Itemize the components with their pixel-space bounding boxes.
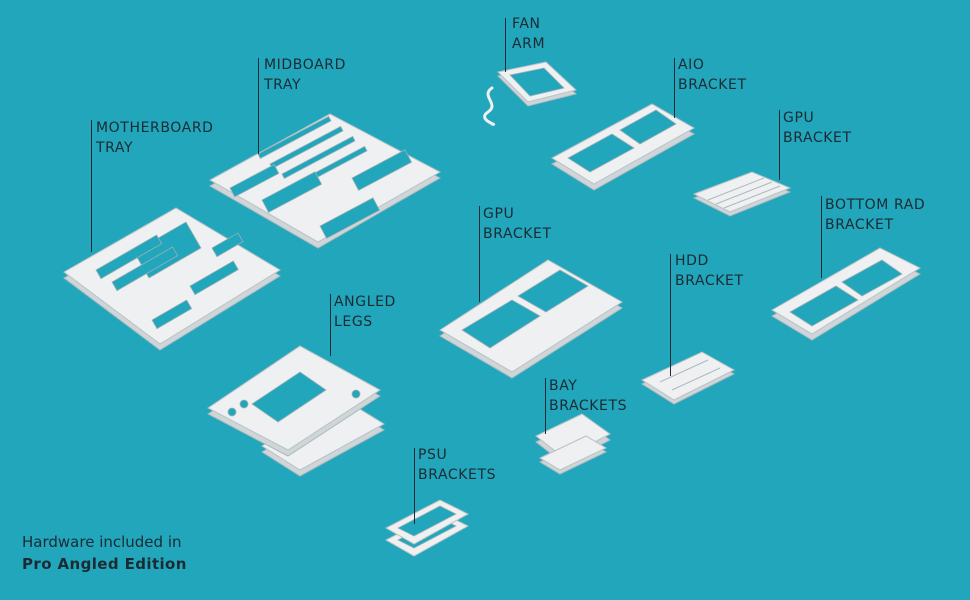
bay-brackets-part — [535, 413, 611, 475]
aio-bracket-part — [551, 103, 696, 191]
motherboard-tray-leader — [91, 120, 92, 252]
bottom-rad-bracket-label-line1: BOTTOM RAD — [825, 197, 926, 213]
aio-bracket-label-line1: AIO — [678, 57, 705, 73]
midboard-tray-part — [208, 113, 442, 249]
psu-brackets-label-line1: PSU — [418, 447, 448, 463]
gpu-bracket-center-part — [439, 259, 623, 379]
angled-legs-label: ANGLED LEGS — [334, 292, 396, 332]
gpu-bracket-right-label-line1: GPU — [783, 110, 815, 126]
aio-bracket-label: AIO BRACKET — [678, 55, 747, 95]
fan-arm-leader — [505, 18, 506, 72]
gpu-bracket-center-label-line1: GPU — [483, 206, 515, 222]
aio-bracket-label-line2: BRACKET — [678, 77, 747, 93]
gpu-bracket-right-part — [692, 171, 792, 217]
bay-brackets-label-line1: BAY — [549, 378, 578, 394]
fan-arm-label: FAN ARM — [512, 14, 545, 54]
fan-arm-part — [483, 61, 578, 126]
midboard-tray-label: MIDBOARD TRAY — [264, 55, 346, 95]
psu-brackets-label: PSU BRACKETS — [418, 445, 496, 485]
bottom-rad-bracket-part — [771, 247, 922, 341]
hdd-bracket-label-line2: BRACKET — [675, 273, 744, 289]
psu-brackets-part — [384, 499, 470, 557]
bay-brackets-label-line2: BRACKETS — [549, 398, 628, 414]
midboard-tray-label-line2: TRAY — [264, 77, 302, 93]
fan-arm-label-line1: FAN — [512, 16, 541, 32]
gpu-bracket-right-leader — [779, 110, 780, 180]
gpu-bracket-center-label: GPU BRACKET — [483, 204, 552, 244]
bottom-rad-bracket-label-line2: BRACKET — [825, 217, 894, 233]
motherboard-tray-part — [63, 207, 281, 351]
gpu-bracket-center-leader — [479, 206, 480, 302]
bottom-rad-bracket-label: BOTTOM RAD BRACKET — [825, 195, 925, 235]
hdd-bracket-leader — [670, 254, 671, 376]
edition-caption-line2: Pro Angled Edition — [22, 555, 187, 573]
angled-legs-label-line1: ANGLED — [334, 294, 396, 310]
gpu-bracket-right-label: GPU BRACKET — [783, 108, 852, 148]
gpu-bracket-right-label-line2: BRACKET — [783, 130, 852, 146]
midboard-tray-label-line1: MIDBOARD — [264, 57, 347, 73]
motherboard-tray-label: MOTHERBOARD TRAY — [96, 118, 214, 158]
edition-caption-line1: Hardware included in — [22, 533, 182, 551]
gpu-bracket-center-label-line2: BRACKET — [483, 226, 552, 242]
psu-brackets-label-line2: BRACKETS — [418, 467, 497, 483]
bay-brackets-label: BAY BRACKETS — [549, 376, 627, 416]
bottom-rad-bracket-leader — [821, 196, 822, 278]
bay-brackets-leader — [545, 378, 546, 434]
motherboard-tray-label-line1: MOTHERBOARD — [96, 120, 214, 136]
angled-legs-leader — [330, 294, 331, 356]
hdd-bracket-label: HDD BRACKET — [675, 251, 744, 291]
hdd-bracket-part — [640, 351, 736, 405]
angled-legs-label-line2: LEGS — [334, 314, 373, 330]
fan-arm-label-line2: ARM — [512, 36, 546, 52]
psu-brackets-leader — [414, 448, 415, 524]
edition-caption: Hardware included in Pro Angled Edition — [22, 531, 187, 575]
motherboard-tray-label-line2: TRAY — [96, 140, 134, 156]
hdd-bracket-label-line1: HDD — [675, 253, 709, 269]
aio-bracket-leader — [674, 58, 675, 118]
angled-legs-part — [207, 345, 385, 477]
midboard-tray-leader — [258, 58, 259, 154]
